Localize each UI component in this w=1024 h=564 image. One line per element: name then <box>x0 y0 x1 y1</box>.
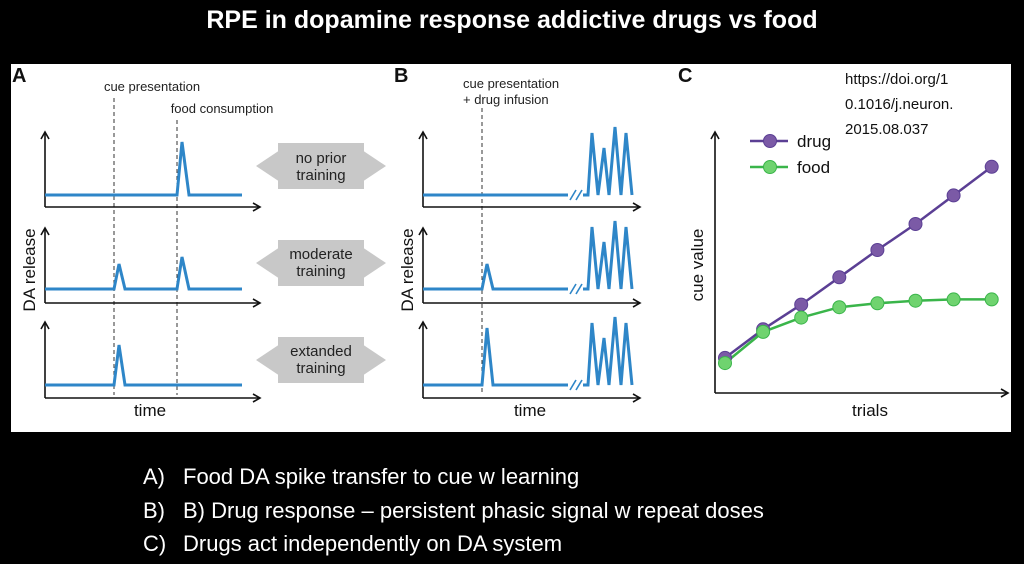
box-1-line1: no prior <box>296 150 347 167</box>
trace-b-2 <box>423 220 634 291</box>
drug-data-point <box>794 297 809 312</box>
doi-line-1: https://doi.org/1 <box>845 71 948 88</box>
panel-a-ylabel: DA release <box>20 228 39 311</box>
food-consumption-label: food consumption <box>171 101 274 116</box>
bullet-text: Drugs act independently on DA system <box>183 531 563 556</box>
trace-extended <box>45 344 242 387</box>
panel-c-xlabel: trials <box>852 401 888 420</box>
food-data-point <box>870 296 885 311</box>
bullet-label: B) <box>143 497 165 523</box>
drug-data-point <box>946 188 961 203</box>
food-data-point <box>756 324 771 339</box>
panel-a-letter: A <box>12 65 26 87</box>
trace-b-3 <box>423 316 634 387</box>
panel-c-letter: C <box>678 65 692 87</box>
cue-drug-label-1: cue presentation <box>463 76 559 91</box>
box-2-line1: moderate <box>289 246 352 263</box>
figure-background <box>11 64 1011 432</box>
box-3-line2: training <box>296 360 345 377</box>
cue-drug-label-2: + drug infusion <box>463 92 549 107</box>
trace-no-prior <box>45 141 242 197</box>
panel-b-letter: B <box>394 65 408 87</box>
drug-series-line <box>724 165 993 359</box>
bullet-item: A) Food DA spike transfer to cue w learni… <box>143 460 764 494</box>
bullet-text: Food DA spike transfer to cue w learning <box>183 464 580 489</box>
legend: drug food <box>750 132 831 177</box>
bullet-item: B) B) Drug response – persistent phasic s… <box>143 494 764 528</box>
trace-b-1 <box>423 126 634 197</box>
training-arrows <box>256 143 386 383</box>
panel-a: A cue presentation food consumption time… <box>12 65 386 420</box>
food-data-point <box>908 293 923 308</box>
legend-food-marker <box>763 160 777 174</box>
bullet-list: A) Food DA spike transfer to cue w learni… <box>143 460 764 561</box>
doi-line-2: 0.1016/j.neuron. <box>845 96 953 113</box>
food-data-point <box>832 300 847 315</box>
doi-line-3: 2015.08.037 <box>845 121 928 138</box>
panel-c: C https://doi.org/1 0.1016/j.neuron. 201… <box>678 65 1010 420</box>
bullet-label: C) <box>143 531 167 556</box>
drug-data-point <box>984 159 999 174</box>
food-data-point <box>946 292 961 307</box>
panel-b-xlabel: time <box>514 401 546 420</box>
panel-a-xlabel: time <box>134 401 166 420</box>
axis-break-marks <box>569 189 583 391</box>
legend-drug-marker <box>763 134 777 148</box>
food-data-point <box>984 292 999 307</box>
bullet-item: C) Drugs act independently on DA system <box>143 527 764 561</box>
drug-data-point <box>908 217 923 231</box>
panel-c-axes <box>710 130 1010 398</box>
trace-moderate <box>45 256 242 291</box>
bullet-text: B) Drug response – persistent phasic sig… <box>183 497 764 523</box>
panel-b-ylabel: DA release <box>398 228 417 311</box>
panel-b: B cue presentation + drug infusion time … <box>394 65 642 420</box>
legend-drug-label: drug <box>797 132 831 151</box>
food-data-point <box>794 310 809 325</box>
food-data-point <box>718 356 732 371</box>
drug-data-point <box>870 243 885 257</box>
box-2-line2: training <box>296 263 345 280</box>
panel-c-ylabel: cue value <box>688 229 707 302</box>
box-1-line2: training <box>296 167 345 184</box>
slide-title: RPE in dopamine response addictive drugs… <box>206 6 818 34</box>
bullet-label: A) <box>143 464 165 489</box>
cue-presentation-label: cue presentation <box>104 79 200 94</box>
legend-food-label: food <box>797 158 830 177</box>
drug-data-point <box>832 270 847 285</box>
box-3-line1: extanded <box>290 343 352 360</box>
